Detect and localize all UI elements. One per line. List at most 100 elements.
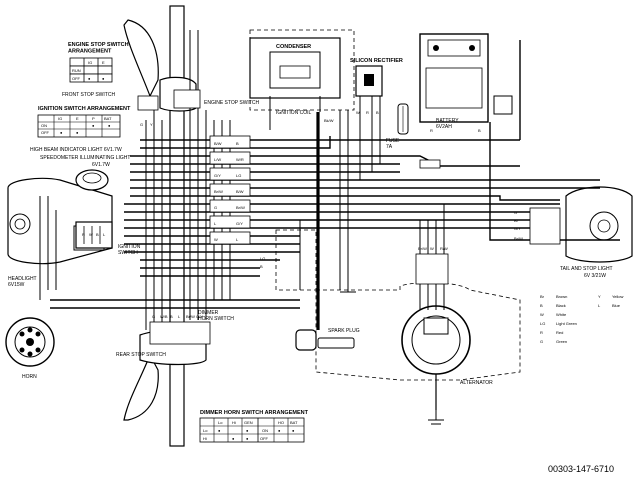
svg-text:R: R: [82, 232, 85, 237]
battery: [419, 33, 489, 123]
svg-text:●: ●: [60, 130, 63, 135]
dimmer-arrangement-title: DIMMER HORN SWITCH ARRANGEMENT: [200, 410, 309, 416]
svg-text:ON: ON: [262, 428, 268, 433]
speedometer-light-label: SPEEDOMETER ILLUMINATING LIGHT: [40, 155, 130, 161]
svg-text:W: W: [430, 246, 434, 251]
svg-text:Y: Y: [150, 122, 153, 127]
svg-text:B: B: [96, 232, 99, 237]
svg-text:L: L: [103, 232, 106, 237]
svg-text:P: P: [92, 116, 95, 121]
speedometer-light-rating: 6V1.7W: [92, 162, 110, 168]
ignition-switch-arrangement: IGNITION SWITCH ARRANGEMENT IG E P BAT O…: [37, 106, 131, 138]
svg-text:GEN: GEN: [244, 420, 253, 425]
condenser: [249, 37, 341, 99]
svg-text:L: L: [236, 237, 239, 242]
color-legend: Br Brown B Black W White LG Light Green …: [540, 294, 624, 344]
wire-harness: [39, 30, 620, 425]
svg-text:L: L: [178, 314, 181, 319]
svg-text:W: W: [540, 312, 544, 317]
svg-text:OFF: OFF: [41, 130, 50, 135]
front-stop-switch-label: FRONT STOP SWITCH: [62, 92, 115, 98]
headlight: [7, 177, 113, 265]
ignition-coil-label: IGNITION COIL: [276, 110, 312, 116]
svg-text:R: R: [430, 128, 433, 133]
svg-text:Br: Br: [514, 218, 519, 223]
svg-text:G: G: [540, 339, 543, 344]
svg-text:G/Y: G/Y: [514, 226, 521, 231]
svg-text:Lo: Lo: [218, 420, 223, 425]
svg-text:G/Y: G/Y: [214, 173, 221, 178]
svg-text:●: ●: [88, 76, 91, 81]
svg-text:B: B: [540, 303, 543, 308]
svg-text:L: L: [214, 221, 217, 226]
svg-text:B: B: [260, 264, 263, 269]
svg-text:G: G: [214, 205, 217, 210]
svg-text:●: ●: [246, 436, 249, 441]
tail-and-stop-light: [565, 186, 633, 263]
svg-text:B: B: [236, 141, 239, 146]
svg-text:Blue: Blue: [612, 303, 621, 308]
tail-stop-rating: 6V 3/21W: [584, 273, 606, 279]
svg-text:White: White: [556, 312, 567, 317]
ignition-arrangement-title: IGNITION SWITCH ARRANGEMENT: [38, 106, 131, 112]
svg-text:Br/W: Br/W: [186, 314, 195, 319]
alternator-label: ALTERNATOR: [460, 380, 493, 386]
svg-text:Brown: Brown: [556, 294, 567, 299]
svg-text:Br: Br: [540, 294, 545, 299]
svg-text:●: ●: [76, 130, 79, 135]
svg-text:Br/W: Br/W: [236, 205, 245, 210]
silicon-rectifier: [355, 65, 383, 97]
svg-text:Light Green: Light Green: [556, 321, 577, 326]
svg-text:●: ●: [278, 428, 281, 433]
rear-stop-switch-label: REAR STOP SWITCH: [116, 352, 166, 358]
svg-text:Br/W: Br/W: [418, 246, 427, 251]
svg-text:ON: ON: [41, 123, 47, 128]
svg-text:G: G: [152, 314, 155, 319]
engine-case: [315, 282, 521, 410]
spark-plug: [295, 329, 355, 351]
svg-text:W: W: [214, 237, 218, 242]
svg-text:Y: Y: [598, 294, 601, 299]
svg-text:●: ●: [218, 428, 221, 433]
svg-text:W/R: W/R: [236, 157, 244, 162]
ignition-switch: [75, 221, 113, 249]
svg-text:●: ●: [292, 428, 295, 433]
fuse: [397, 103, 409, 135]
speedometer: [75, 169, 109, 191]
svg-text:B: B: [478, 128, 481, 133]
svg-text:B/W: B/W: [236, 189, 244, 194]
svg-text:●: ●: [232, 436, 235, 441]
svg-text:B/W: B/W: [214, 141, 222, 146]
svg-text:G/Y: G/Y: [236, 221, 243, 226]
handlebar: [123, 5, 207, 447]
svg-text:BAT: BAT: [290, 420, 298, 425]
engine-stop-row-run: RUN: [72, 68, 81, 73]
high-beam-indicator-label: HIGH BEAM INDICATOR LIGHT 6V1.7W: [30, 147, 122, 153]
coil-frame: [249, 29, 355, 111]
svg-text:Red: Red: [556, 330, 563, 335]
svg-text:L/W: L/W: [214, 157, 221, 162]
svg-text:R/W: R/W: [440, 246, 448, 251]
svg-text:HO: HO: [278, 420, 284, 425]
engine-stop-row-off: OFF: [72, 76, 81, 81]
svg-text:E: E: [76, 116, 79, 121]
svg-text:B: B: [376, 110, 379, 115]
engine-stop-header-e: E: [102, 60, 105, 65]
svg-text:G/Y: G/Y: [196, 314, 203, 319]
dimmer-horn-switch-arrangement: DIMMER HORN SWITCH ARRANGEMENT Lo Hi GEN…: [199, 410, 309, 443]
svg-text:W/B: W/B: [160, 314, 168, 319]
battery-connector: [493, 95, 513, 115]
svg-text:OFF: OFF: [260, 436, 269, 441]
svg-text:●: ●: [246, 428, 249, 433]
horn-label: HORN: [22, 374, 37, 380]
wire-labels-harness: B/W L/W G/Y Br/W G L W B W/R LG B/W Br/W…: [214, 141, 265, 269]
silicon-rectifier-label: SILICON RECTIFIER: [350, 58, 403, 64]
svg-text:G: G: [514, 210, 517, 215]
tail-stop-label: TAIL AND STOP LIGHT: [560, 266, 613, 272]
condenser-label: CONDENSER: [276, 44, 311, 50]
svg-text:●: ●: [108, 123, 111, 128]
svg-text:Yellow: Yellow: [612, 294, 624, 299]
